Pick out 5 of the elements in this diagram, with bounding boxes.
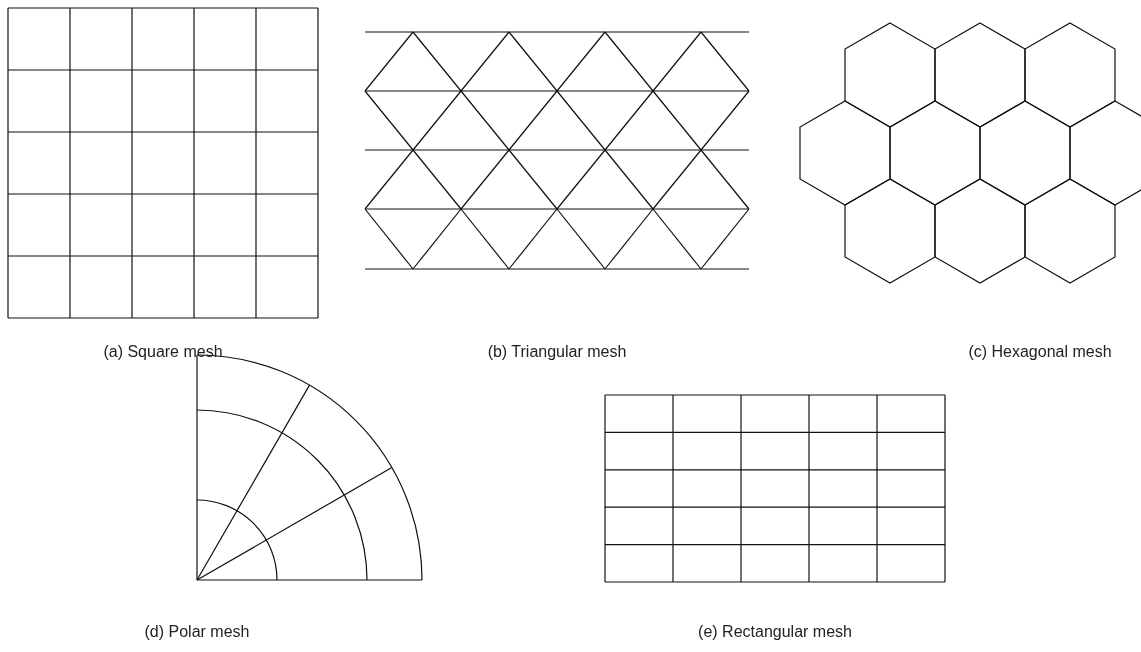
figure-caption: (b) Triangular mesh xyxy=(487,343,627,361)
figure-caption: (d) Polar mesh xyxy=(144,623,250,641)
figure-caption: (c) Hexagonal mesh xyxy=(968,343,1112,361)
figure-caption: (a) Square mesh xyxy=(103,343,223,361)
figure-caption: (e) Rectangular mesh xyxy=(698,623,852,641)
